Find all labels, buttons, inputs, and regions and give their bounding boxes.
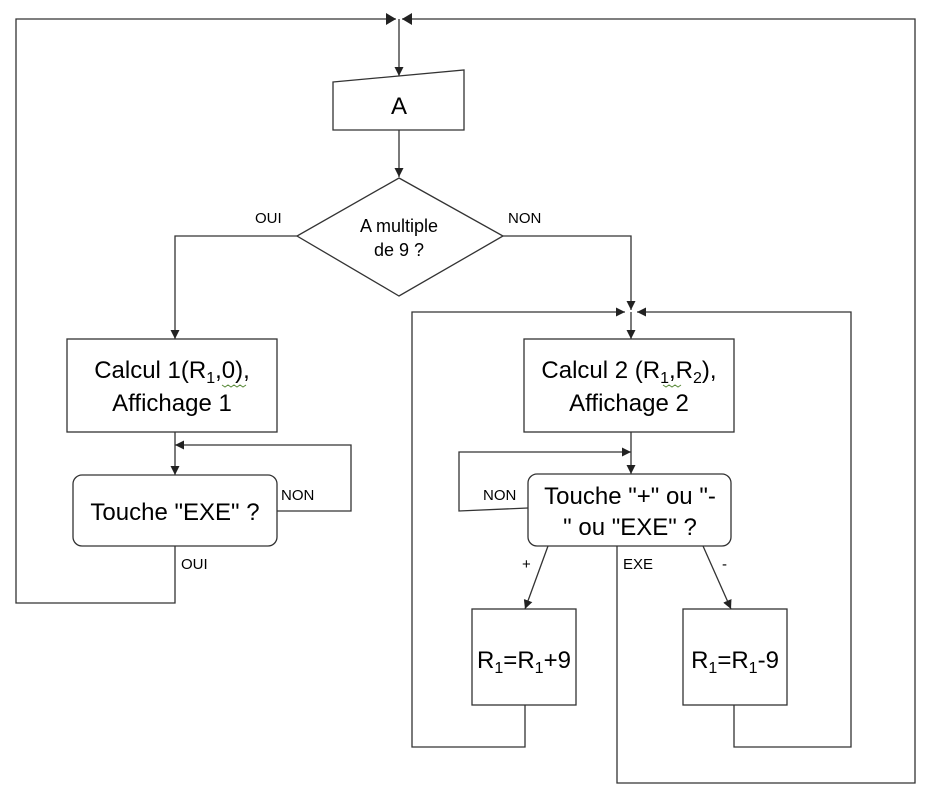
calcul1-sub: 1 xyxy=(206,370,215,387)
plus-sub2: 1 xyxy=(535,660,544,677)
process-calcul1: Calcul 1(R1,0), Affichage 1 xyxy=(66,338,278,433)
process-r1-plus-9: R1=R1+9 xyxy=(471,608,577,706)
calcul2-sub1: 1 xyxy=(660,370,669,387)
plus-text-a: R xyxy=(477,647,494,674)
edge-exe-return xyxy=(402,14,916,784)
input-node-a: A xyxy=(332,69,465,131)
edge-plus-return xyxy=(411,307,625,748)
plus-box-label: R1=R1+9 xyxy=(477,647,571,677)
label-non-top: NON xyxy=(508,210,541,227)
label-oui-bottom: OUI xyxy=(181,556,208,573)
decision-touche-multi: Touche "+" ou "- " ou "EXE" ? xyxy=(527,473,732,547)
label-exe: EXE xyxy=(623,556,653,573)
decision-multiple-of-9: A multiple de 9 ? xyxy=(295,177,505,297)
edge-oui-to-calcul1 xyxy=(170,235,297,339)
touche-multi-line1: Touche "+" ou "- xyxy=(544,483,716,510)
input-label: A xyxy=(391,93,407,120)
minus-box-label: R1=R1-9 xyxy=(691,647,779,677)
calcul2-text-a: Calcul 2 (R xyxy=(541,357,660,384)
minus-text-b: =R xyxy=(717,647,748,674)
calcul2-text-b: ), xyxy=(702,357,717,384)
label-minus: - xyxy=(722,556,727,573)
minus-text-a: R xyxy=(691,647,708,674)
connectors xyxy=(15,14,916,784)
calcul1-text-a: Calcul 1(R xyxy=(94,357,206,384)
decision-line2: de 9 ? xyxy=(374,240,424,260)
label-non-right: NON xyxy=(281,487,314,504)
decision-touche-exe: Touche "EXE" ? xyxy=(72,474,278,547)
touche-exe-label: Touche "EXE" ? xyxy=(90,499,259,526)
calcul1-text-b: ,0), xyxy=(215,357,250,384)
label-non-left: NON xyxy=(483,487,516,504)
edge-labels: OUI NON NON OUI NON + EXE - xyxy=(181,210,727,573)
minus-sub1: 1 xyxy=(708,660,717,677)
plus-text-c: +9 xyxy=(544,647,571,674)
edge-non-to-calcul2 xyxy=(503,235,636,310)
plus-sub1: 1 xyxy=(494,660,503,677)
plus-text-b: =R xyxy=(503,647,534,674)
calcul2-sub2: 2 xyxy=(693,370,702,387)
decision-line1: A multiple xyxy=(360,216,438,236)
edge-minus-branch xyxy=(702,545,732,610)
calcul2-line2: Affichage 2 xyxy=(569,390,689,417)
label-plus: + xyxy=(522,556,531,573)
edge-touche-multi-non-loop xyxy=(458,447,631,512)
process-calcul2: Calcul 2 (R1,R2), Affichage 2 xyxy=(523,338,735,433)
touche-multi-line2: " ou "EXE" ? xyxy=(563,514,697,541)
minus-sub2: 1 xyxy=(749,660,758,677)
calcul2-text-mid: ,R xyxy=(669,357,693,384)
process-r1-minus-9: R1=R1-9 xyxy=(682,608,788,706)
calcul1-line2: Affichage 1 xyxy=(112,390,232,417)
edge-minus-return xyxy=(637,307,852,748)
top-junction xyxy=(386,13,412,25)
spellcheck-squiggle xyxy=(221,384,247,388)
edge-left-loop-return xyxy=(15,14,396,604)
label-oui-top: OUI xyxy=(255,210,282,227)
calcul2-line1: Calcul 2 (R1,R2), xyxy=(541,357,716,387)
spellcheck-squiggle xyxy=(662,384,682,388)
calcul1-line1: Calcul 1(R1,0), xyxy=(94,357,250,387)
minus-text-c: -9 xyxy=(758,647,779,674)
edge-touche-exe-non-loop xyxy=(175,440,352,512)
edge-plus-branch xyxy=(523,545,549,610)
